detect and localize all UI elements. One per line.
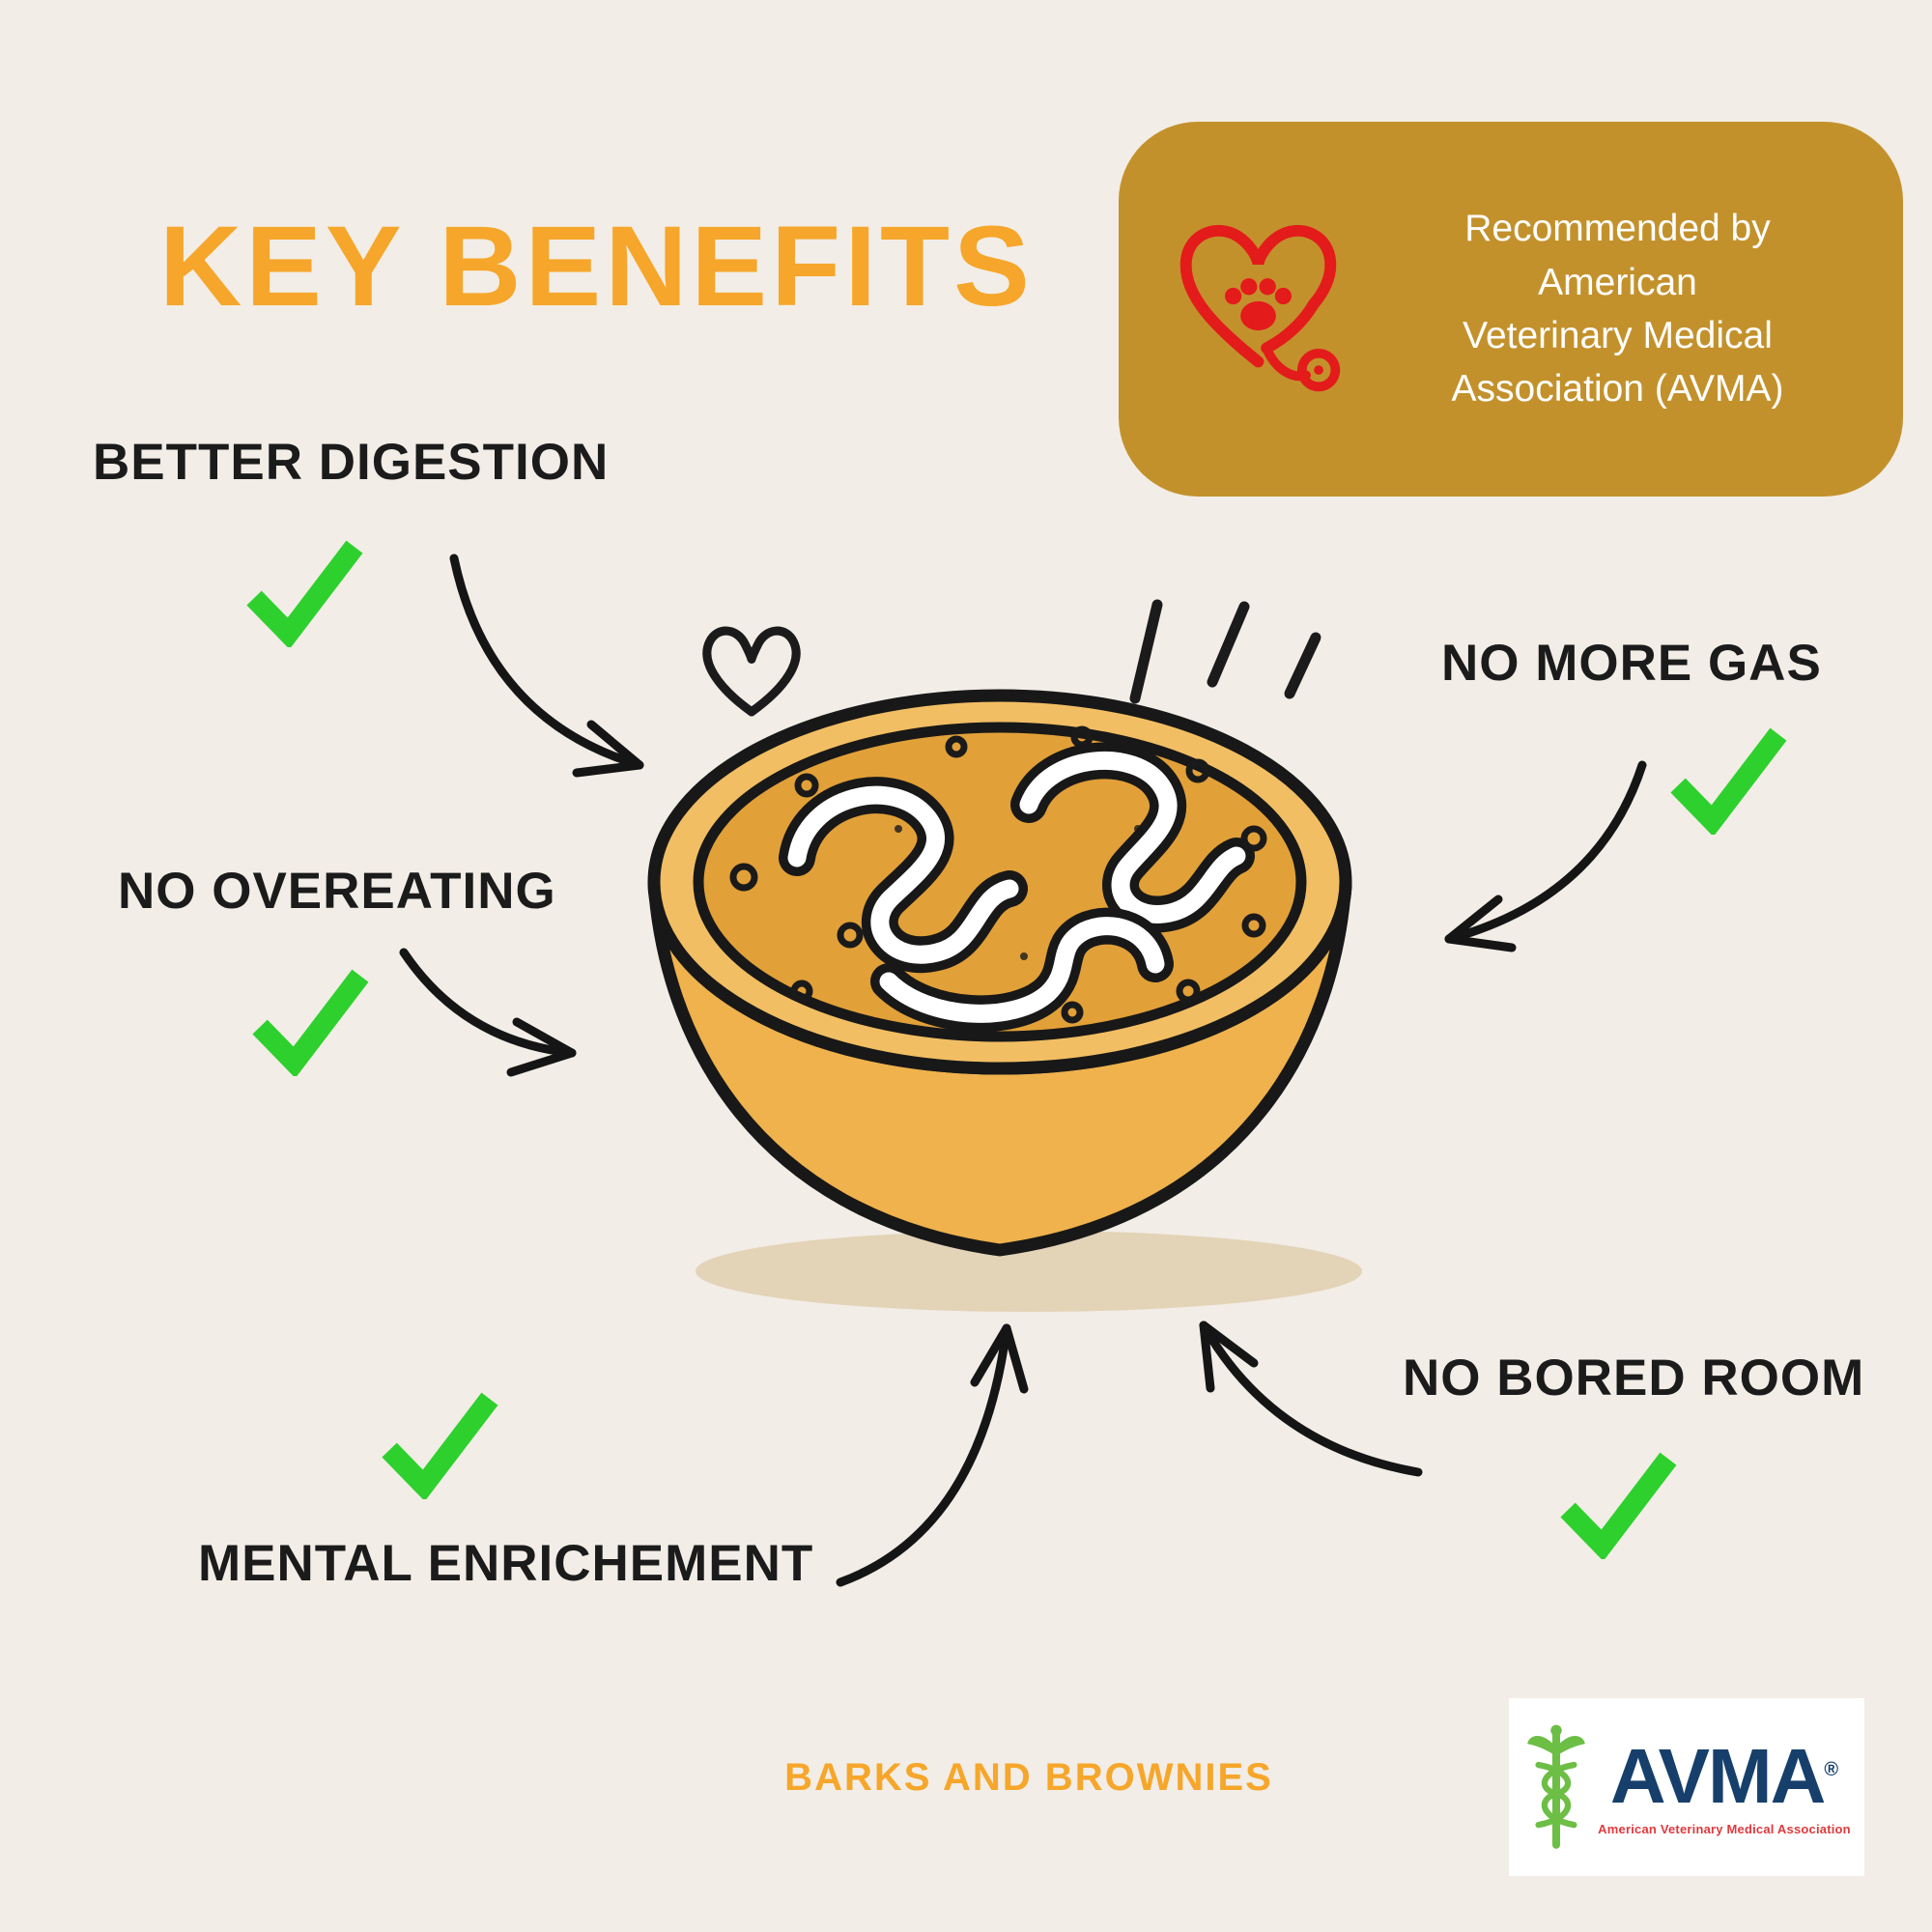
arrow-no-bored-room: [1199, 1321, 1423, 1477]
check-icon: [1560, 1452, 1677, 1559]
stethoscope-paw-heart-icon: [1179, 224, 1341, 391]
registered-mark: ®: [1824, 1759, 1839, 1780]
recommendation-text: Recommended by American Veterinary Medic…: [1451, 208, 1784, 411]
bowl-shadow: [696, 1231, 1362, 1312]
kibble-dots: [729, 725, 1267, 1024]
caduceus-icon: [1527, 1724, 1586, 1849]
check-icon: [246, 540, 363, 647]
check-icon: [382, 1392, 498, 1499]
benefit-label-better-digestion: BETTER DIGESTION: [93, 434, 610, 491]
page-title: KEY BENEFITS: [159, 203, 1034, 330]
avma-logo-text: AVMA® American Veterinary Medical Associ…: [1598, 1733, 1851, 1837]
brand-name: BARKS AND BROWNIES: [784, 1756, 1273, 1799]
dog-bowl-illustration: [647, 689, 1362, 1312]
avma-subtitle: American Veterinary Medical Association: [1598, 1822, 1851, 1836]
check-icon: [252, 969, 369, 1076]
benefit-label-no-bored-room: NO BORED ROOM: [1403, 1350, 1865, 1406]
maze-pattern: [779, 742, 1255, 1033]
benefit-label-no-overeating: NO OVEREATING: [118, 863, 556, 920]
avma-acronym: AVMA®: [1609, 1733, 1839, 1819]
arrow-mental-enrichment: [836, 1323, 1029, 1587]
recommendation-badge: Recommended by American Veterinary Medic…: [1119, 122, 1903, 497]
arrow-no-overeating: [399, 948, 577, 1077]
motion-lines-icon: [1129, 599, 1321, 704]
avma-logo: AVMA® American Veterinary Medical Associ…: [1509, 1698, 1864, 1876]
benefit-label-no-more-gas: NO MORE GAS: [1441, 635, 1822, 692]
benefit-label-mental-enrichment: MENTAL ENRICHEMENT: [198, 1535, 814, 1592]
arrow-no-more-gas: [1444, 760, 1647, 952]
heart-doodle-icon: [702, 626, 801, 717]
check-icon: [1670, 727, 1787, 835]
paw-print-icon: [1224, 277, 1293, 330]
